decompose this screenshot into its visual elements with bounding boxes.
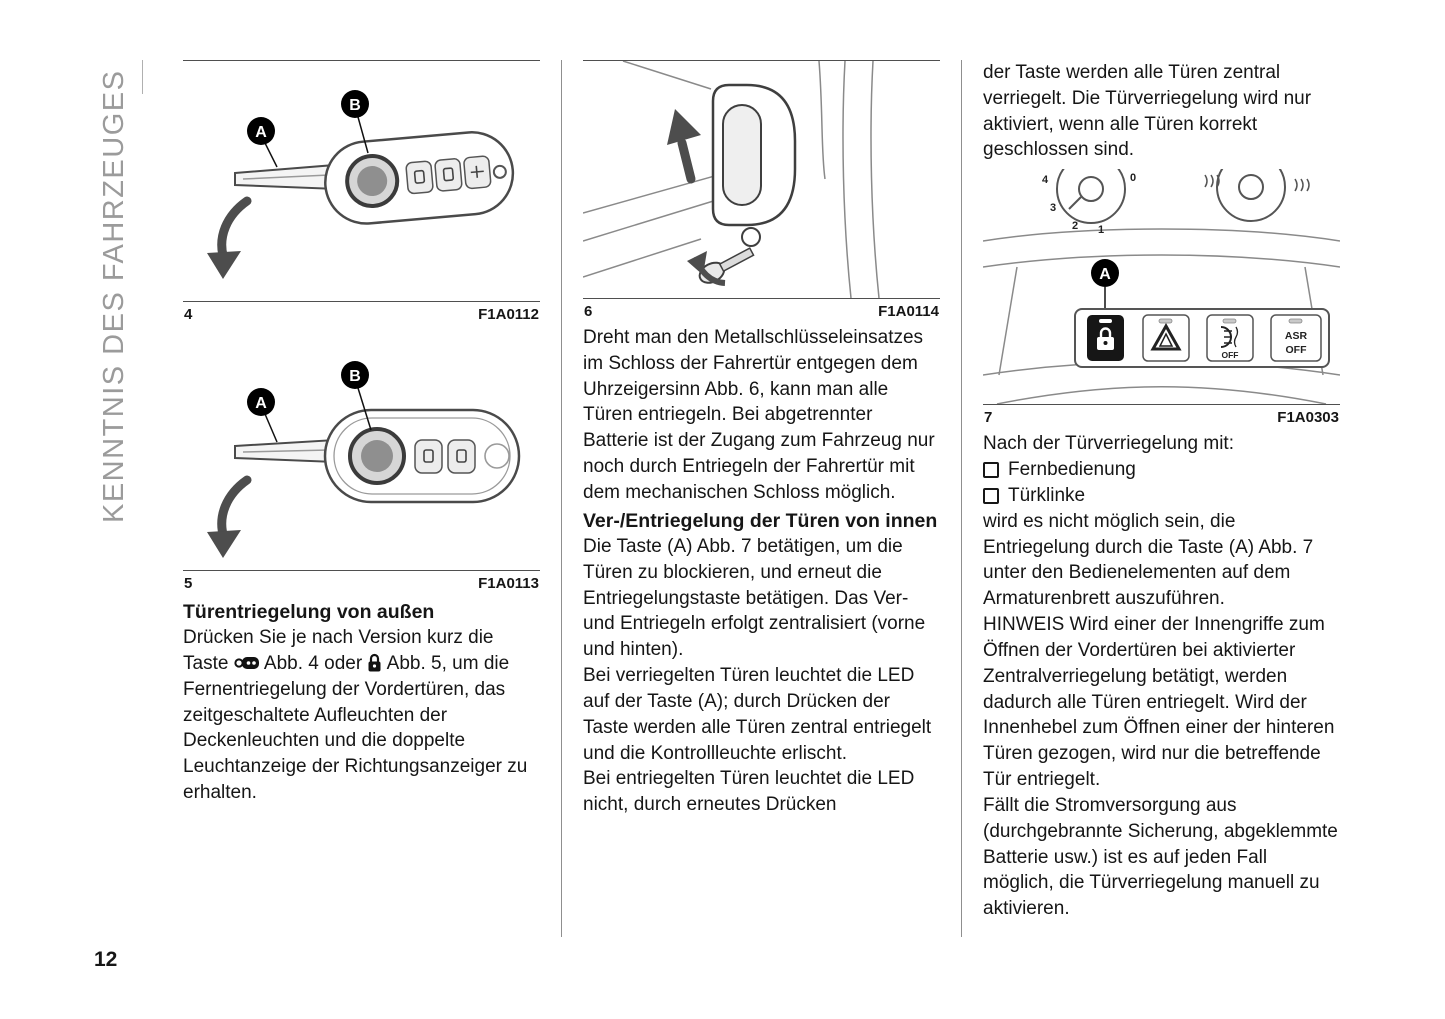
fig4-key-body [324,131,515,225]
fig6-up-arrow [667,109,701,184]
hazard-button [1142,314,1190,363]
col2-paragraph-1: Dreht man den Metallschlüsseleinsatzes i… [583,327,935,503]
figure-5: A B [183,328,540,571]
fig4-rotate-arrowhead [207,251,241,279]
col3-paragraph-1: der Taste werden alle Türen zentral verr… [983,62,1312,161]
fig7-fan-speed-numbers: 4 3 2 1 0 [1042,172,1136,236]
checkbox-icon [983,487,999,504]
fig6-key-and-lock [687,227,761,286]
figure-6-caption: 6 F1A0114 [583,299,940,325]
padlock-icon [367,653,382,674]
svg-text:1: 1 [1098,224,1104,236]
col3-paragraph-2: Nach der Türverriegelung mit: [983,433,1234,455]
fig6-door-handle [711,83,797,227]
figure-4-caption: 4 F1A0112 [183,302,540,328]
fig7-temp-knob [1216,169,1286,223]
fig6-door-drawing [583,61,880,298]
col2-paragraph-4: Bei entriegelten Türen leuchtet die LED … [583,768,915,816]
fig4-callout-a: A [247,117,278,168]
checkbox-icon [983,462,999,479]
figure-4-number: 4 [184,306,193,323]
svg-text:ASR: ASR [1285,330,1308,342]
col1-para-part3: Abb. 5, um die Fernentriegelung der Vord… [183,652,528,804]
col3-paragraph-4: HINWEIS Wird einer der Innengriffe zum Ö… [983,614,1335,791]
fig4-callout-b: B [341,90,369,154]
fig5-callout-b: B [341,361,372,431]
figure-7-code: F1A0303 [1277,409,1339,427]
figure-4: A B [183,60,540,302]
asr-off-button: ASR OFF [1270,314,1322,363]
rear-fog-off-button: OFF [1206,314,1254,363]
col1-para-part1: Drücken Sie je nach Version kurz die Tas… [183,627,494,674]
col2-paragraph-3: Bei verriegelten Türen leuchtet die LED … [583,665,932,764]
svg-text:3: 3 [1050,202,1056,214]
svg-text:A: A [1099,266,1111,283]
list-item: Fernbedienung [983,457,1340,483]
fig4-key-blade [234,163,339,191]
door-lock-button [1087,315,1124,362]
svg-text:4: 4 [1042,174,1049,186]
svg-text:A: A [255,395,267,412]
fig7-button-panel [1074,308,1330,369]
column-2: 6 F1A0114 Dreht man den Metallschlüssele… [583,60,940,818]
figure-6 [583,60,940,299]
section-title-vertical: KENNTNIS DES FAHRZEUGES [98,69,130,523]
fig7-defrost-icons [1204,174,1310,192]
col2-paragraph-2: Die Taste (A) Abb. 7 betätigen, um die T… [583,535,926,661]
figure-7: 4 3 2 1 0 A [983,169,1340,406]
fig5-key-drawing: A B [207,361,521,558]
figure-5-caption: 5 F1A0113 [183,571,540,597]
list-item: Türklinke [983,483,1340,509]
fig7-callout-a: A [1091,259,1119,312]
list-item-label: Fernbedienung [1008,459,1136,481]
margin-tick [142,60,143,94]
svg-text:B: B [349,97,361,114]
svg-text:OFF: OFF [1222,350,1239,360]
col2-heading: Ver-/Entriegelung der Türen von innen [583,509,938,532]
remote-unlock-icon [234,653,260,674]
column-divider-1 [561,60,562,937]
figure-6-number: 6 [584,303,593,320]
figure-6-code: F1A0114 [878,303,939,320]
figure-7-number: 7 [984,409,993,427]
fig4-rotate-arrow [217,196,252,264]
figure-7-caption: 7 F1A0303 [983,405,1340,431]
figure-5-number: 5 [184,575,193,592]
fig5-rotate-arrow [217,475,252,543]
svg-text:A: A [255,124,267,141]
fig7-fan-knob [1056,169,1126,225]
col3-paragraph-5: Fällt die Stromversorgung aus (durchgebr… [983,794,1338,920]
figure-5-code: F1A0113 [478,575,539,592]
svg-text:B: B [349,368,361,385]
col1-paragraph: Drücken Sie je nach Version kurz die Tas… [183,625,540,806]
svg-text:2: 2 [1072,220,1078,232]
svg-text:0: 0 [1130,172,1136,184]
col1-heading: Türentriegelung von außen [183,601,435,623]
fig5-callout-a: A [247,388,278,443]
col3-paragraph-3: wird es nicht möglich sein, die Entriege… [983,510,1314,610]
fig5-key-blade [234,438,336,464]
svg-text:OFF: OFF [1286,344,1308,356]
fig5-rotate-arrowhead [207,530,241,558]
list-item-label: Türklinke [1008,484,1086,506]
fig7-console-lines [983,228,1340,405]
column-3: der Taste werden alle Türen zentral verr… [983,60,1340,922]
fig6-door-lines [583,61,880,298]
col1-para-part2: Abb. 4 oder [259,652,368,674]
column-divider-2 [961,60,962,937]
page-number: 12 [94,948,118,971]
fig7-dashboard-drawing: 4 3 2 1 0 A [983,169,1340,405]
fig5-key-body [323,408,521,504]
column-1: A B 4 F1A0112 [183,60,540,806]
figure-4-code: F1A0112 [478,306,539,323]
fig4-key-drawing: A B [207,90,515,279]
